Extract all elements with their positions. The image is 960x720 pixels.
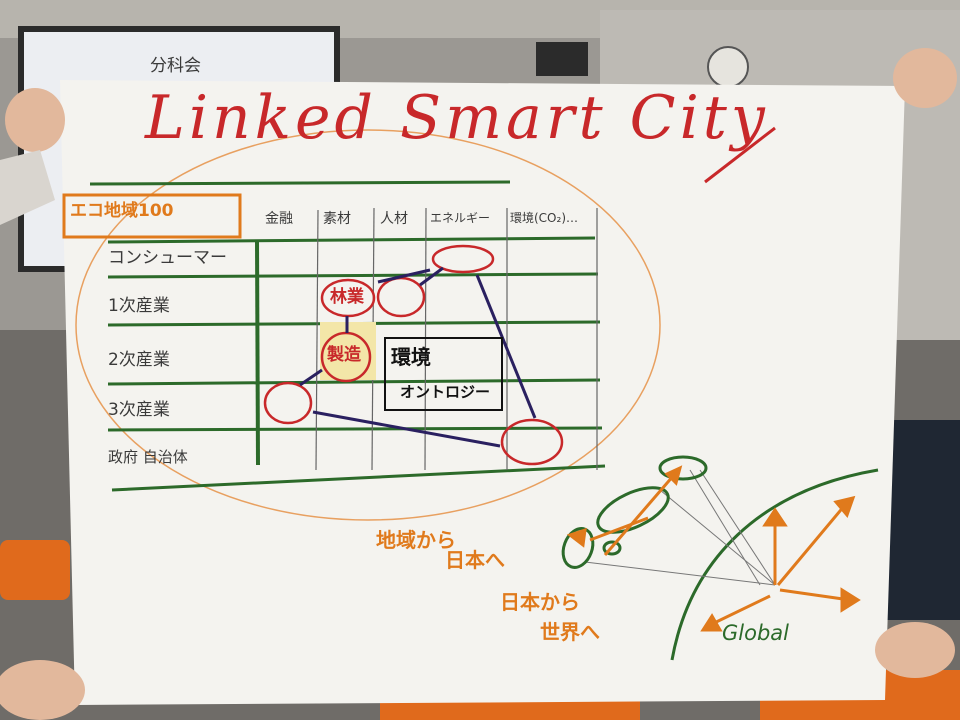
row-consumer: コンシューマー xyxy=(108,248,227,268)
orange-outline-oval xyxy=(75,129,661,521)
ontology-line-2: オントロジー xyxy=(400,383,491,401)
row-primary-industry: 1次産業 xyxy=(108,296,170,316)
wall-clock xyxy=(707,46,749,88)
row-secondary-industry: 2次産業 xyxy=(108,350,170,370)
person-right xyxy=(885,420,960,620)
circle-tertiary xyxy=(263,381,313,425)
sleeve-left xyxy=(0,150,55,225)
column-human-resources: 人材 xyxy=(380,211,408,227)
column-materials: 素材 xyxy=(323,211,351,227)
orange-arrows xyxy=(566,465,861,632)
column-environment: 環境(CO₂)… xyxy=(510,211,578,225)
column-energy: エネルギー xyxy=(430,211,491,225)
hand-top-right xyxy=(893,48,957,108)
paper-board xyxy=(60,80,905,705)
bubble-forestry-label: 林業 xyxy=(330,287,364,307)
hand-bottom-right xyxy=(875,622,955,678)
row-tertiary-industry: 3次産業 xyxy=(108,400,170,420)
ontology-line-1: 環境 xyxy=(391,345,431,369)
eco-box xyxy=(62,193,242,239)
flow-1-line-2: 日本へ xyxy=(445,548,505,572)
projector-screen-text: 分科会 xyxy=(150,56,201,76)
flow-1-line-1: 地域から xyxy=(376,528,456,552)
hand-top-left xyxy=(5,88,65,152)
board-title: Linked Smart City xyxy=(145,83,769,153)
grid-main-vertical xyxy=(255,239,260,466)
flow-2-line-2: 世界へ xyxy=(540,620,600,644)
ellipse-middle xyxy=(596,486,670,534)
column-finance: 金融 xyxy=(265,211,293,227)
flow-2-line-1: 日本から xyxy=(500,590,580,614)
eco-region-label: エコ地域100 xyxy=(70,201,174,221)
global-arc xyxy=(670,468,879,661)
ellipse-top xyxy=(658,455,708,481)
title-flourish xyxy=(704,126,776,184)
navy-links xyxy=(299,266,537,448)
circle-consumer-energy xyxy=(431,244,495,274)
wall-speaker xyxy=(536,42,588,76)
ellipse-dot xyxy=(602,540,622,556)
hand-bottom-left xyxy=(0,660,85,720)
ontology-box xyxy=(384,337,503,411)
row-government: 政府 自治体 xyxy=(108,448,188,466)
global-label: Global xyxy=(722,621,789,645)
bubble-manufacturing-label: 製造 xyxy=(327,345,361,365)
circle-government xyxy=(500,418,564,466)
perspective-lines xyxy=(584,469,776,586)
chair-left xyxy=(0,540,70,600)
grid-thin-verticals xyxy=(315,207,598,471)
